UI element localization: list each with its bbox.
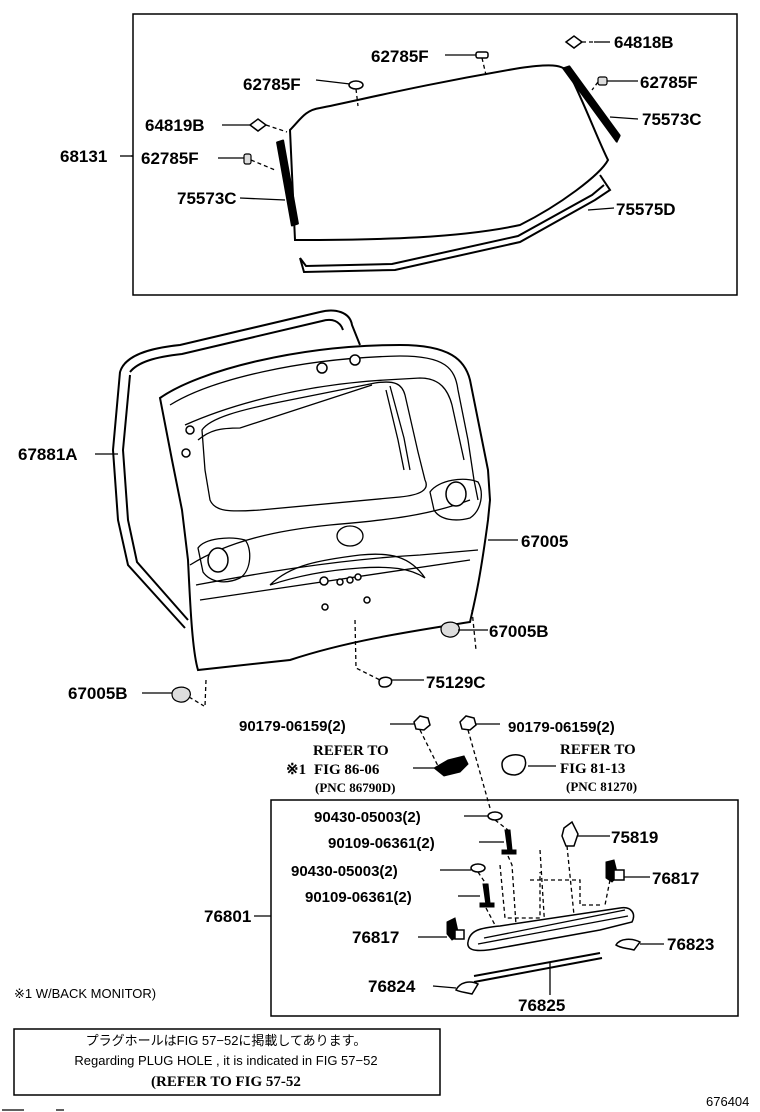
end-cap-right-part	[615, 938, 642, 951]
cushion-left-part	[171, 686, 191, 703]
end-cap-left-part	[454, 981, 480, 995]
right-side-molding-fill	[562, 65, 621, 143]
label-67881a: 67881A	[18, 445, 78, 464]
clip-top-part	[475, 51, 489, 59]
bolt-left-part	[413, 715, 431, 731]
label-62785f-left: 62785F	[141, 149, 199, 168]
clip-left-part	[243, 153, 252, 165]
clip-left-top-part	[348, 80, 364, 90]
label-bolt-right: 90179-06159(2)	[508, 719, 615, 736]
window-opening	[201, 381, 427, 512]
refer-left-line3: (PNC 86790D)	[315, 780, 396, 795]
label-75573c-right: 75573C	[642, 110, 702, 129]
lamp-housing-left-inner	[207, 547, 229, 573]
back-door-panel	[158, 343, 492, 672]
hinge-hole-1	[316, 362, 328, 374]
figure-id: 676404	[706, 1094, 749, 1109]
label-62785f-right: 62785F	[640, 73, 698, 92]
refer-left-line2[interactable]: FIG 86-06	[314, 762, 380, 778]
washer-1-part	[487, 811, 503, 821]
label-67005: 67005	[521, 532, 568, 551]
label-75819: 75819	[611, 828, 658, 847]
cushion-right-part	[440, 621, 460, 638]
bolt-right-part	[459, 715, 477, 731]
hole-1	[319, 576, 329, 586]
label-washer-2: 90430-05003(2)	[291, 863, 398, 880]
label-64819b: 64819B	[145, 116, 205, 135]
label-screw-1: 90109-06361(2)	[328, 835, 435, 852]
weatherstrip	[111, 309, 361, 629]
label-76817-right: 76817	[652, 869, 699, 888]
back-door-inner-frame	[169, 355, 479, 501]
plug-note-ref[interactable]: (REFER TO FIG 57-52	[151, 1074, 301, 1090]
refer-right-line2[interactable]: FIG 81-13	[560, 761, 625, 777]
screw-2-part	[482, 883, 491, 906]
stopper-right-part	[564, 35, 584, 49]
label-76823: 76823	[667, 935, 714, 954]
label-76825: 76825	[518, 996, 565, 1015]
label-64818b: 64818B	[614, 33, 674, 52]
label-68131: 68131	[60, 147, 107, 166]
back-door-glass	[288, 64, 610, 242]
camera-part	[433, 755, 469, 777]
label-75573c-left: 75573C	[177, 189, 237, 208]
lamp-housing-left	[197, 537, 251, 583]
label-bolt-left: 90179-06159(2)	[239, 718, 346, 735]
left-side-molding-fill	[276, 139, 299, 227]
label-75129c: 75129C	[426, 673, 486, 692]
hole-5	[321, 603, 329, 611]
hole-4	[354, 573, 362, 581]
refer-right-line1[interactable]: REFER TO	[560, 742, 636, 758]
door-lower-panel	[189, 499, 479, 601]
lamp-section-box	[270, 799, 739, 1017]
label-screw-2: 90109-06361(2)	[305, 889, 412, 906]
label-75575d: 75575D	[616, 200, 676, 219]
window-opening-inner	[385, 385, 411, 471]
clip-76817-left-tab	[454, 929, 465, 940]
lamp-housing-right	[429, 478, 482, 521]
emblem-mount	[336, 525, 364, 547]
label-62785f-top: 62785F	[371, 47, 429, 66]
switch-part	[501, 754, 527, 776]
clip-76817-right-tab	[613, 869, 625, 881]
hole-3	[346, 576, 354, 584]
frame-hole-2	[181, 448, 191, 458]
washer-2-part	[470, 863, 486, 873]
plug-note-jp: プラグホールはFIG 57−52に掲載してあります。	[86, 1033, 367, 1048]
label-76824: 76824	[368, 977, 416, 996]
footnote: ※1 W/BACK MONITOR)	[14, 986, 156, 1001]
plug-note-en: Regarding PLUG HOLE , it is indicated in…	[74, 1053, 377, 1068]
label-washer-1: 90430-05003(2)	[314, 809, 421, 826]
label-76817-left: 76817	[352, 928, 399, 947]
label-67005b-left: 67005B	[68, 684, 128, 703]
screw-1-part	[504, 829, 513, 853]
plug-note-box	[13, 1028, 441, 1096]
label-62785f-left-top: 62785F	[243, 75, 301, 94]
refer-left-mark: ※1	[286, 762, 306, 778]
hole-2	[336, 578, 344, 586]
screw-1-head	[501, 849, 517, 855]
screw-2-head	[479, 902, 495, 908]
stopper-left-part	[248, 118, 268, 132]
garnish-part	[473, 952, 603, 983]
lamp-housing-right-inner	[445, 481, 467, 507]
plug-part	[378, 676, 393, 688]
license-recess	[269, 553, 426, 586]
frame-hole-1	[185, 425, 195, 435]
hinge-hole-2	[349, 354, 361, 366]
lower-molding	[299, 174, 612, 274]
high-mount-stop-lamp	[467, 906, 635, 952]
refer-right-line3: (PNC 81270)	[566, 779, 637, 794]
clip-75819-part	[561, 820, 579, 847]
glass-section-box	[132, 13, 738, 296]
label-67005b-right: 67005B	[489, 622, 549, 641]
hole-6	[363, 596, 371, 604]
lamp-lens-lines	[477, 909, 629, 945]
clip-right-part	[597, 76, 608, 86]
label-76801: 76801	[204, 907, 251, 926]
refer-left-line1[interactable]: REFER TO	[313, 743, 389, 759]
